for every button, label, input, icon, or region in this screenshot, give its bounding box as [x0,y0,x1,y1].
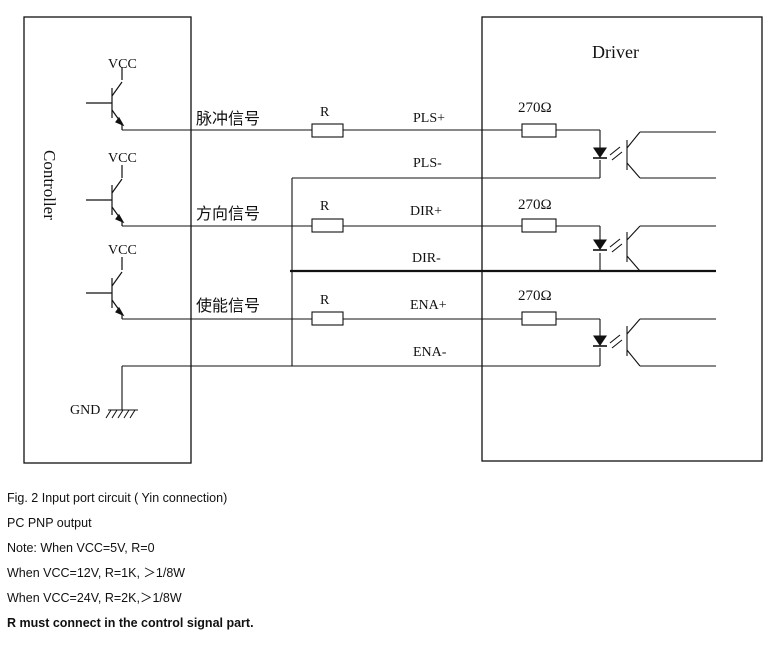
signal-wires [122,129,601,336]
resistor-270-3-icon [521,311,557,326]
transistor-1-icon [86,67,125,130]
signal-name-1: 脉冲信号 [196,109,260,128]
dir-minus-label: DIR- [412,251,441,266]
signal-name-3: 使能信号 [196,296,260,315]
resistor-r-label-2: R [320,199,330,214]
vcc-label-3: VCC [108,243,137,258]
driver-box [481,16,763,462]
resistor-r-3-icon [311,311,344,326]
return-wires [121,160,716,410]
driver-label: Driver [592,42,639,62]
note-line-1: Note: When VCC=5V, R=0 [7,541,155,555]
output-type-text: PC PNP output [7,516,92,530]
controller-box [23,16,192,464]
resistor-r-label-1: R [320,105,330,120]
pls-plus-label: PLS+ [413,111,445,126]
note-line-3: When VCC=24V, R=2K,＞1/8W [7,591,182,605]
resistor-270-2-icon [521,218,557,233]
gnd-label: GND [70,403,100,418]
transistor-2-icon [86,165,125,226]
figure-title: Fig. 2 Input port circuit ( Yin connecti… [7,491,228,505]
vcc-label-1: VCC [108,57,137,72]
resistor-270-1-icon [521,123,557,138]
ena-minus-label: ENA- [413,345,447,360]
optocoupler-3-icon [592,318,716,367]
transistor-3-icon [86,257,125,319]
resistor-r-label-3: R [320,293,330,308]
resistor-270-label-1: 270Ω [518,100,552,116]
resistor-270-label-2: 270Ω [518,197,552,213]
optocoupler-2-icon [592,225,716,272]
emphasis-text: R must connect in the control signal par… [7,616,254,630]
dir-plus-label: DIR+ [410,204,442,219]
optocoupler-1-icon [592,131,716,179]
signal-name-2: 方向信号 [196,204,260,223]
figure-caption: Fig. 2 Input port circuit ( Yin connecti… [7,486,757,636]
ground-icon [105,409,138,419]
resistor-r-2-icon [311,218,344,233]
controller-label: Controller [40,150,59,220]
vcc-label-2: VCC [108,151,137,166]
ena-plus-label: ENA+ [410,298,447,313]
note-line-2: When VCC=12V, R=1K, ＞1/8W [7,566,186,580]
pls-minus-label: PLS- [413,156,442,171]
input-port-circuit-diagram: Controller Driver VCC VCC VCC [23,16,763,464]
resistor-r-1-icon [311,123,344,138]
resistor-270-label-3: 270Ω [518,288,552,304]
